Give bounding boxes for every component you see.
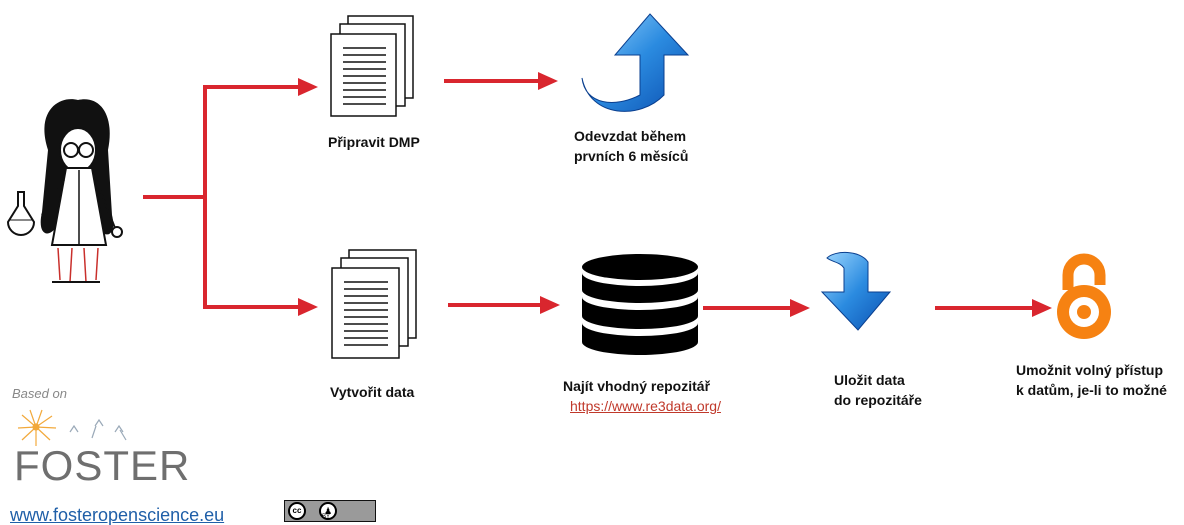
- curved-up-arrow-icon: [581, 13, 690, 112]
- step-submit-line2: prvních 6 měsíců: [574, 148, 689, 164]
- by-label: BY: [322, 514, 331, 520]
- foster-logo-graphic: [17, 409, 127, 446]
- foster-logo-text: FOSTER: [14, 442, 191, 489]
- cc-icon: cc: [288, 502, 306, 520]
- document-stack-icon: [330, 15, 414, 117]
- curved-down-arrow-icon: [820, 252, 892, 331]
- open-access-icon: [1057, 253, 1111, 339]
- cc-by-badge: cc ♟ BY: [284, 500, 376, 522]
- step-save-line2: do repozitáře: [834, 392, 922, 408]
- step-submit-line1: Odevzdat během: [574, 128, 687, 144]
- step-create-data: Vytvořit data: [330, 384, 415, 400]
- step-prepare-dmp: Připravit DMP: [328, 134, 420, 150]
- connector-arrows: [143, 79, 1034, 310]
- based-on-label: Based on: [12, 386, 67, 401]
- re3data-link[interactable]: https://www.re3data.org/: [570, 398, 721, 414]
- foster-website-link[interactable]: www.fosteropenscience.eu: [10, 505, 225, 525]
- step-find-repository: Najít vhodný repozitář: [563, 378, 711, 394]
- person-icon: ♟: [319, 502, 337, 520]
- database-icon: [582, 254, 698, 355]
- step-open-line2: k datům, je-li to možné: [1016, 382, 1167, 398]
- arrowheads: [298, 72, 1052, 317]
- step-save-line1: Uložit data: [834, 372, 905, 388]
- researcher-figure: [6, 99, 123, 283]
- step-open-line1: Umožnit volný přístup: [1016, 362, 1163, 378]
- document-stack-icon: [331, 249, 417, 359]
